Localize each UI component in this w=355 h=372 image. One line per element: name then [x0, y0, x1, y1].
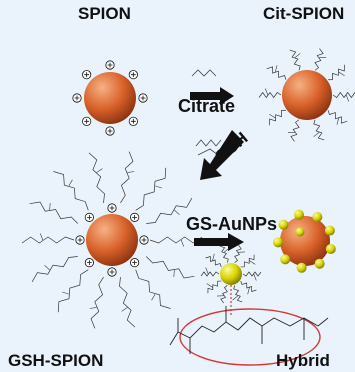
citrate-ligand — [266, 66, 287, 80]
gs-ligand — [242, 271, 262, 277]
citrate-ligand — [313, 119, 325, 141]
glutathione-ligand — [135, 269, 171, 309]
glutathione-ligand — [57, 269, 89, 313]
gold-nanoparticle-icon — [312, 211, 323, 222]
citrate-ligands — [258, 48, 355, 142]
plus-charge-icon — [75, 235, 85, 245]
plus-charge-icon — [82, 70, 92, 80]
citrate-ligand — [289, 49, 301, 71]
gold-nanoparticle-icon — [325, 243, 336, 254]
plus-charge-icon — [130, 212, 140, 222]
glutathione-ligand — [149, 236, 203, 244]
cit-spion-label: Cit-SPION — [263, 4, 345, 23]
glutathione-ligand — [120, 151, 134, 204]
gold-nanoparticle-icon — [280, 254, 291, 265]
citrate-ligand — [269, 109, 286, 126]
plus-charge-icon — [107, 267, 117, 277]
gold-nanoparticle-icon — [294, 209, 305, 220]
gs-ligand — [220, 285, 228, 304]
glutathione-structure — [169, 306, 329, 366]
glutathione-ligand — [135, 167, 167, 211]
citrate-ligand — [332, 91, 355, 99]
hybrid-label: Hybrid — [276, 351, 330, 370]
citrate-ligand — [328, 64, 345, 81]
spion-particle — [72, 60, 148, 136]
citrate-ligand — [314, 48, 324, 71]
gs-aunps-reaction-arrow — [194, 233, 244, 251]
gs-aunp-particle — [200, 244, 262, 316]
gold-nanoparticle-icons — [273, 209, 336, 273]
gs-aunps-label: GS-AuNPs — [186, 214, 278, 234]
plus-charge-icon — [72, 93, 82, 103]
positive-charge-icons — [72, 60, 148, 136]
plus-charge-icon — [84, 212, 94, 222]
gs-ligand — [240, 280, 257, 292]
glutathione-ligand — [29, 201, 79, 224]
glutathione-ligands — [21, 151, 203, 329]
gsh-spion-particle — [21, 151, 203, 329]
gold-nanoparticle-icon — [314, 258, 325, 269]
positive-charge-icons — [75, 203, 149, 277]
plus-charge-icon — [128, 70, 138, 80]
plus-charge-icon — [128, 116, 138, 126]
glutathione-ligand — [90, 276, 104, 329]
plus-charge-icon — [138, 93, 148, 103]
cit-spion-particle — [258, 48, 355, 142]
glutathione-ligand — [53, 171, 89, 211]
gsh-reaction-arrow — [195, 130, 244, 180]
citrate-reaction-arrow — [190, 69, 234, 105]
gs-ligand — [200, 271, 220, 277]
citrate-ligand — [290, 119, 300, 142]
plus-charge-icon — [130, 258, 140, 268]
gs-ligand — [240, 254, 255, 268]
plus-charge-icon — [82, 116, 92, 126]
glutathione-ligand — [146, 198, 193, 224]
gs-ligand — [219, 245, 229, 263]
gold-nanoparticle-icon — [296, 262, 307, 273]
gs-ligand — [207, 280, 222, 294]
glutathione-ligand — [21, 236, 75, 244]
gold-nanoparticle-icon — [295, 227, 305, 237]
glutathione-ligand — [31, 256, 78, 282]
plus-charge-icon — [105, 126, 115, 136]
gsh-spion-label: GSH-SPION — [8, 351, 104, 370]
gs-ligand — [233, 285, 243, 303]
glutathione-ligand — [145, 256, 195, 279]
citrate-ligand — [327, 110, 348, 124]
citrate-ligand — [258, 91, 282, 99]
glutathione-ligand — [119, 277, 136, 328]
gs-ligand — [205, 256, 222, 268]
gold-nanoparticle-icon — [273, 237, 284, 248]
plus-charge-icon — [139, 235, 149, 245]
gs-ligand — [234, 244, 242, 263]
gold-nanoparticle-icon — [278, 219, 289, 230]
plus-charge-icon — [84, 258, 94, 268]
citrate-label: Citrate — [178, 96, 236, 116]
glutathione-ligand — [88, 152, 105, 203]
gold-nanoparticle-icon — [324, 225, 335, 236]
spion-label: SPION — [78, 4, 131, 23]
hybrid-particle — [273, 209, 336, 273]
plus-charge-icon — [105, 60, 115, 70]
gs-ligands — [200, 244, 262, 304]
plus-charge-icon — [107, 203, 117, 213]
